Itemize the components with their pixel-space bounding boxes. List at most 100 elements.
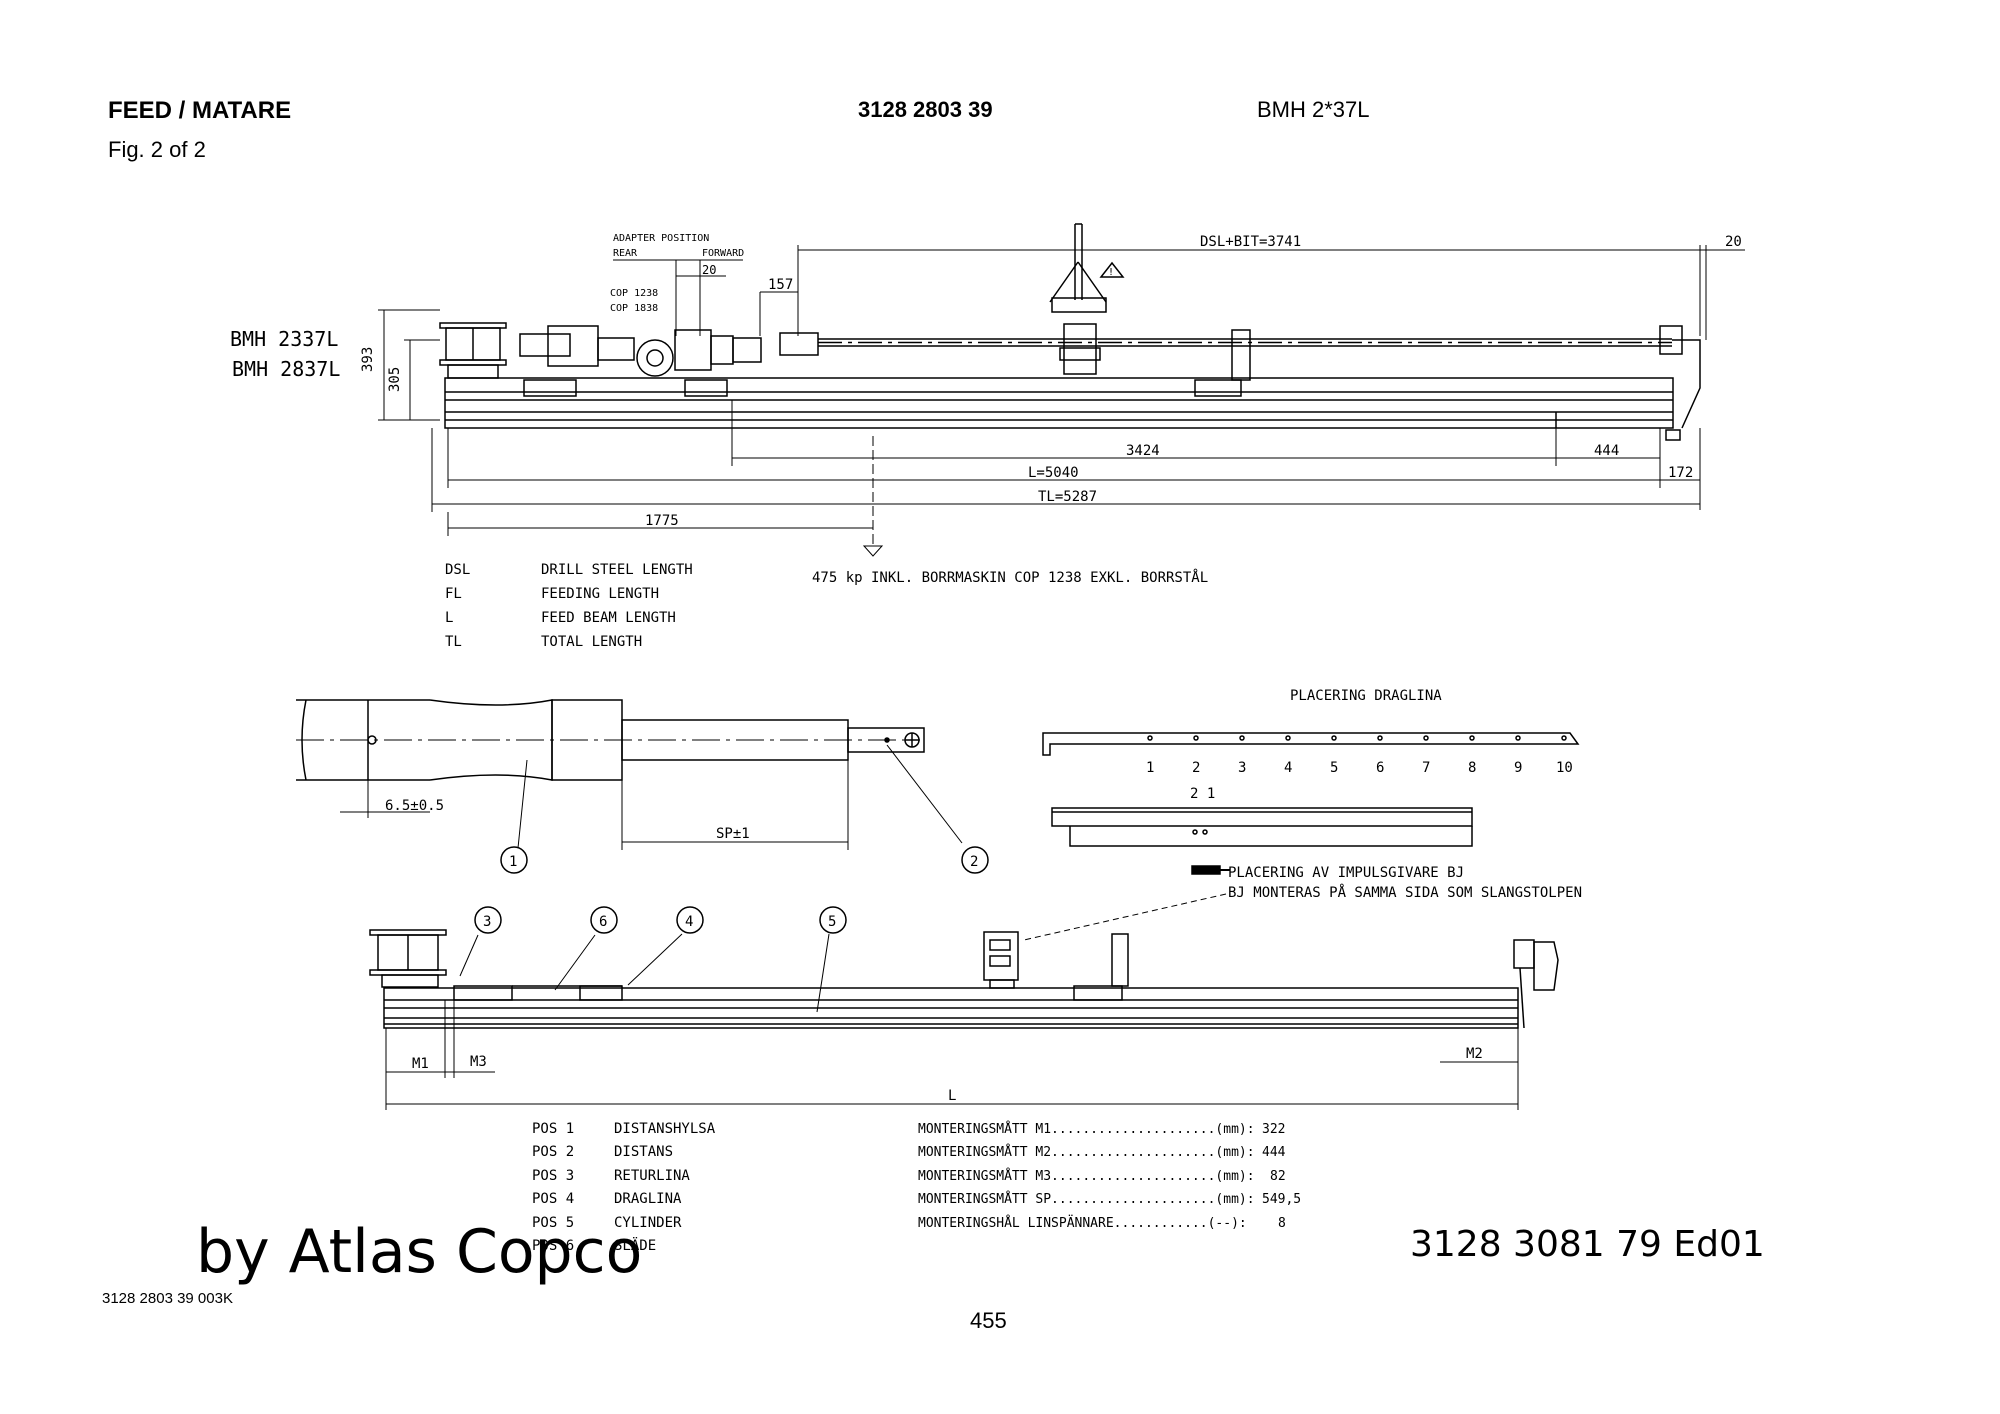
figure-number: Fig. 2 of 2 xyxy=(108,137,206,162)
svg-text:4: 4 xyxy=(685,914,693,930)
svg-text:ADAPTER POSITION: ADAPTER POSITION xyxy=(613,233,709,244)
callout-5 xyxy=(819,906,847,934)
svg-text:1: 1 xyxy=(1146,760,1154,776)
svg-text:RETURLINA: RETURLINA xyxy=(614,1168,690,1184)
svg-text:20: 20 xyxy=(702,263,716,277)
svg-text:3: 3 xyxy=(1238,760,1246,776)
svg-text:6: 6 xyxy=(599,914,607,930)
svg-text:1775: 1775 xyxy=(645,513,679,529)
positions-list: POS 1 DISTANSHYLSA POS 2 DISTANS POS 3 RETU… xyxy=(532,1121,716,1254)
svg-text:MONTERINGSMÅTT SP.............: MONTERINGSMÅTT SP.....................(m… xyxy=(918,1191,1255,1207)
svg-text:MONTERINGSMÅTT M2.............: MONTERINGSMÅTT M2.....................(m… xyxy=(918,1144,1255,1160)
svg-text:BJ MONTERAS PÅ SAMMA SIDA SOM: BJ MONTERAS PÅ SAMMA SIDA SOM SLANGSTOLP… xyxy=(1228,884,1582,901)
document-number: 3128 3081 79 Ed01 xyxy=(1410,1224,1765,1265)
svg-text:POS 2: POS 2 xyxy=(532,1144,574,1160)
svg-text:POS 1: POS 1 xyxy=(532,1121,574,1137)
svg-text:DRILL STEEL LENGTH: DRILL STEEL LENGTH xyxy=(541,562,693,578)
mounting-measures: MONTERINGSMÅTT M1.....................(m… xyxy=(918,1121,1301,1231)
warning-icon xyxy=(1099,261,1125,278)
svg-text:TL=5287: TL=5287 xyxy=(1038,489,1097,505)
callout-6 xyxy=(590,906,618,934)
svg-text:5: 5 xyxy=(1330,760,1338,776)
part-number: 3128 2803 39 xyxy=(858,97,993,122)
spacer-detail-drawing: 6.5±0.5 SP±1 1 2 xyxy=(296,699,989,874)
svg-text:8: 8 xyxy=(1468,760,1476,776)
svg-text:FEEDING LENGTH: FEEDING LENGTH xyxy=(541,586,659,602)
callout-2 xyxy=(961,846,989,874)
svg-text:6.5±0.5: 6.5±0.5 xyxy=(385,798,444,814)
svg-text:82: 82 xyxy=(1270,1169,1286,1184)
svg-text:!: ! xyxy=(1108,267,1114,278)
callout-1 xyxy=(500,846,528,874)
svg-text:393: 393 xyxy=(360,347,376,372)
svg-text:8: 8 xyxy=(1278,1216,1286,1231)
top-dimensions: ADAPTER POSITION REAR FORWARD 20 COP 123… xyxy=(360,233,1745,557)
callout-3 xyxy=(474,906,502,934)
svg-text:DISTANSHYLSA: DISTANSHYLSA xyxy=(614,1121,716,1137)
svg-text:549,5: 549,5 xyxy=(1262,1192,1301,1207)
svg-text:9: 9 xyxy=(1514,760,1522,776)
svg-text:MONTERINGSMÅTT M1.............: MONTERINGSMÅTT M1.....................(m… xyxy=(918,1121,1255,1137)
model-name: BMH 2*37L xyxy=(1257,97,1370,122)
svg-text:DRAGLINA: DRAGLINA xyxy=(614,1191,682,1207)
svg-text:SP±1: SP±1 xyxy=(716,826,750,842)
svg-text:L: L xyxy=(948,1088,956,1104)
weight-note: 475 kp INKL. BORRMASKIN COP 1238 EXKL. B… xyxy=(812,569,1208,586)
svg-text:FL: FL xyxy=(445,586,462,602)
svg-text:M1: M1 xyxy=(412,1056,429,1072)
svg-text:5: 5 xyxy=(828,914,836,930)
svg-text:1: 1 xyxy=(509,854,517,870)
hose-reel xyxy=(439,322,507,379)
svg-text:305: 305 xyxy=(387,367,403,392)
svg-text:L: L xyxy=(445,610,453,626)
svg-text:10: 10 xyxy=(1556,760,1573,776)
svg-text:6: 6 xyxy=(1376,760,1384,776)
model-label-2337: BMH 2337L xyxy=(230,327,338,351)
svg-text:TOTAL LENGTH: TOTAL LENGTH xyxy=(541,634,642,650)
svg-text:COP 1238: COP 1238 xyxy=(610,288,658,299)
placement-title: PLACERING DRAGLINA xyxy=(1290,688,1442,704)
feed-beam xyxy=(444,377,1674,429)
svg-text:POS 3: POS 3 xyxy=(532,1168,574,1184)
watermark: by Atlas Copco xyxy=(196,1217,643,1287)
svg-text:157: 157 xyxy=(768,277,793,293)
svg-text:POS 6: POS 6 xyxy=(532,1238,574,1254)
centralizer xyxy=(1049,223,1107,375)
svg-text:DISTANS: DISTANS xyxy=(614,1144,673,1160)
page-title: FEED / MATARE xyxy=(108,97,292,124)
svg-text:FEED BEAM LENGTH: FEED BEAM LENGTH xyxy=(541,610,676,626)
file-number: 3128 2803 39 003K xyxy=(102,1290,233,1307)
svg-text:M3: M3 xyxy=(470,1054,487,1070)
model-label-2837: BMH 2837L xyxy=(232,357,340,381)
svg-text:444: 444 xyxy=(1594,443,1619,459)
page-number: 455 xyxy=(970,1308,1007,1333)
callout-4 xyxy=(676,906,704,934)
svg-text:322: 322 xyxy=(1262,1122,1285,1137)
svg-text:MONTERINGSMÅTT M3.............: MONTERINGSMÅTT M3.....................(m… xyxy=(918,1168,1255,1184)
svg-text:DSL+BIT=3741: DSL+BIT=3741 xyxy=(1200,234,1301,250)
svg-text:2: 2 xyxy=(1192,760,1200,776)
svg-text:PLACERING AV IMPULSGIVARE BJ: PLACERING AV IMPULSGIVARE BJ xyxy=(1228,865,1464,881)
bottom-hose-reel xyxy=(369,929,447,988)
svg-text:L=5040: L=5040 xyxy=(1028,465,1079,481)
svg-text:POS 4: POS 4 xyxy=(532,1191,574,1207)
svg-text:2: 2 xyxy=(970,854,978,870)
svg-text:FORWARD: FORWARD xyxy=(702,248,744,259)
svg-text:SLÄDE: SLÄDE xyxy=(614,1236,656,1254)
svg-text:3: 3 xyxy=(483,914,491,930)
svg-text:4: 4 xyxy=(1284,760,1292,776)
abbreviation-legend: DSL DRILL STEEL LENGTH FL FEEDING LENGTH L… xyxy=(445,562,693,650)
svg-text:TL: TL xyxy=(445,634,462,650)
bottom-feed-drawing: 3 6 4 5 M1 M3 M2 L xyxy=(369,906,1559,1110)
svg-text:REAR: REAR xyxy=(613,248,638,259)
svg-text:172: 172 xyxy=(1668,465,1693,481)
front-end xyxy=(1659,325,1701,441)
svg-text:CYLINDER: CYLINDER xyxy=(614,1215,682,1231)
svg-text:MONTERINGSHÅL LINSPÄNNARE.....: MONTERINGSHÅL LINSPÄNNARE............(--… xyxy=(918,1215,1247,1231)
bottom-dimensions: M1 M3 M2 L xyxy=(385,1000,1519,1110)
svg-text:DSL: DSL xyxy=(445,562,470,578)
svg-text:M2: M2 xyxy=(1466,1046,1483,1062)
svg-text:7: 7 xyxy=(1422,760,1430,776)
drag-line-placement: PLACERING DRAGLINA 1 2 3 4 5 6 7 8 9 10 … xyxy=(1023,688,1582,941)
